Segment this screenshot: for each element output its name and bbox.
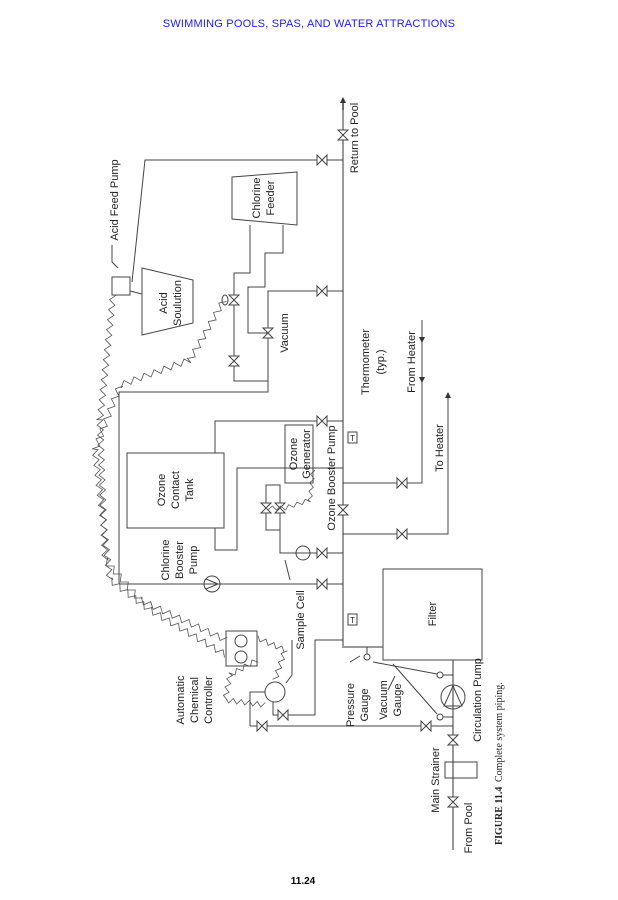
label-chlorine-booster-pump-2: Booster bbox=[174, 541, 186, 579]
page-number: 11.24 bbox=[290, 876, 316, 887]
label-vacuum-gauge-2: Gauge bbox=[392, 683, 404, 716]
chemical-tubing bbox=[95, 294, 228, 642]
acid-feed-line bbox=[131, 159, 343, 283]
automatic-chemical-controller bbox=[225, 630, 258, 667]
label-ozone-booster-pump: Ozone Booster Pump bbox=[326, 425, 338, 530]
chemical-tubing bbox=[257, 635, 288, 680]
label-ozone-contact-tank-2: Contact bbox=[170, 471, 182, 509]
figure-number: FIGURE 11.4 bbox=[494, 787, 505, 845]
valve-icon[interactable] bbox=[446, 734, 460, 746]
chlorine-feeder bbox=[231, 171, 298, 226]
valve-icon[interactable] bbox=[316, 414, 328, 428]
label-chlorine-feeder: Chlorine bbox=[251, 178, 263, 219]
valve-icon[interactable] bbox=[420, 719, 432, 733]
label-vacuum: Vacuum bbox=[279, 313, 291, 353]
label-to-heater: To Heater bbox=[434, 424, 446, 472]
chemical-tubing bbox=[222, 659, 266, 708]
vacuum-gauge-bottom bbox=[436, 713, 444, 721]
chemical-tubing bbox=[267, 469, 316, 511]
valve-icon[interactable] bbox=[259, 502, 273, 514]
main-pipe bbox=[342, 160, 383, 648]
ozone-booster-pump bbox=[295, 545, 311, 561]
vacuum-line bbox=[118, 290, 343, 584]
valve-icon[interactable] bbox=[336, 504, 350, 516]
vacuum-gauge-top bbox=[436, 671, 444, 679]
label-sample-cell: Sample Cell bbox=[295, 590, 307, 649]
label-acid-solution-2: Soulution bbox=[172, 280, 184, 326]
label-chlorine-booster-pump: Chlorine bbox=[160, 540, 172, 581]
valve-icon[interactable] bbox=[446, 796, 460, 808]
acid-feed-pump bbox=[111, 276, 131, 296]
label-thermometer-typ: (typ.) bbox=[375, 349, 387, 374]
thermometer-icon bbox=[347, 613, 358, 626]
ozone-contact-tank bbox=[126, 452, 225, 529]
label-acid-feed-pump: Acid Feed Pump bbox=[109, 159, 121, 240]
to-heater-line bbox=[343, 400, 449, 535]
label-automatic-chemical-controller-3: Controller bbox=[203, 676, 215, 724]
label-ozone-contact-tank-3: Tank bbox=[184, 478, 196, 502]
valve-icon[interactable] bbox=[336, 129, 350, 141]
label-ozone-generator: Ozone bbox=[288, 438, 300, 470]
valve-icon[interactable] bbox=[316, 284, 328, 298]
running-header: SWIMMING POOLS, SPAS, AND WATER ATTRACTI… bbox=[162, 18, 456, 30]
label-pressure-gauge: Pressure bbox=[345, 683, 357, 727]
valve-icon[interactable] bbox=[316, 153, 328, 167]
valve-icon[interactable] bbox=[261, 327, 275, 339]
valve-icon[interactable] bbox=[273, 502, 287, 514]
chlorine-booster-pump bbox=[203, 575, 221, 593]
label-automatic-chemical-controller: Automatic bbox=[175, 675, 187, 724]
valve-icon[interactable] bbox=[256, 719, 268, 733]
valve-icon[interactable] bbox=[277, 708, 289, 722]
label-return-to-pool: Return to Pool bbox=[349, 103, 361, 173]
valve-icon[interactable] bbox=[316, 546, 328, 560]
label-from-heater: From Heater bbox=[406, 331, 418, 393]
thermometer-icon bbox=[347, 431, 358, 444]
chemical-tubing bbox=[91, 301, 227, 658]
sample-cell bbox=[264, 681, 286, 703]
label-chlorine-booster-pump-3: Pump bbox=[188, 546, 200, 575]
label-circulation-pump: Circulation Pump bbox=[472, 658, 484, 742]
label-chlorine-feeder-2: Feeder bbox=[265, 180, 277, 215]
label-thermometer: Thermometer bbox=[360, 329, 372, 395]
svg-text:T: T bbox=[350, 616, 355, 625]
figure-caption: Complete system piping. bbox=[494, 682, 505, 782]
pressure-gauge bbox=[363, 653, 371, 661]
ozone-generator bbox=[284, 424, 314, 484]
valve-icon[interactable] bbox=[316, 577, 328, 591]
label-automatic-chemical-controller-2: Chemical bbox=[189, 677, 201, 723]
label-pressure-gauge-2: Gauge bbox=[359, 688, 371, 721]
label-vacuum-gauge: Vacuum bbox=[378, 680, 390, 720]
main-strainer bbox=[444, 761, 478, 779]
label-main-strainer: Main Strainer bbox=[430, 747, 442, 813]
svg-text:T: T bbox=[350, 434, 355, 443]
filter bbox=[382, 568, 483, 661]
label-acid-solution: Acid bbox=[158, 292, 170, 313]
valve-icon[interactable] bbox=[227, 294, 241, 306]
valve-icon[interactable] bbox=[396, 527, 408, 541]
valve-icon[interactable] bbox=[227, 355, 241, 367]
label-ozone-generator-2: Generator bbox=[301, 429, 313, 479]
valve-icon[interactable] bbox=[396, 476, 408, 490]
acid-solution-tank bbox=[141, 267, 194, 336]
label-ozone-contact-tank: Ozone bbox=[156, 474, 168, 506]
label-from-pool: From Pool bbox=[463, 803, 475, 854]
label-filter: Filter bbox=[427, 601, 439, 626]
